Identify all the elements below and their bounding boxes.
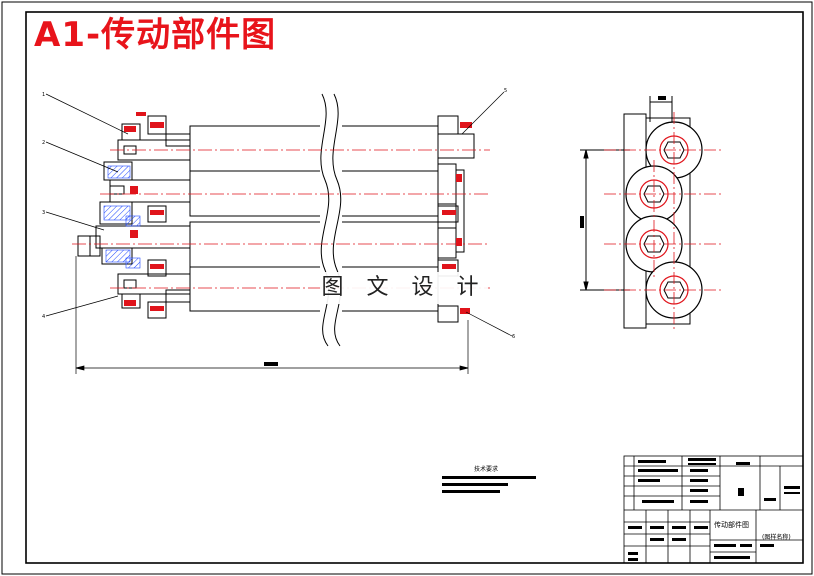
technical-requirements: 技术要求 bbox=[442, 465, 536, 493]
side-centerlines bbox=[604, 112, 722, 330]
balloon-2: 2 bbox=[42, 140, 45, 146]
tech-req-heading: 技术要求 bbox=[474, 465, 498, 473]
leader-lines bbox=[45, 91, 513, 337]
title-block-fills bbox=[628, 458, 800, 561]
title-block bbox=[623, 455, 804, 564]
balloon-3: 3 bbox=[42, 210, 45, 216]
overall-dimension bbox=[75, 256, 469, 374]
balloon-labels: 1 2 3 4 5 6 bbox=[42, 88, 515, 340]
watermark-text: 图 文 设 计 bbox=[320, 272, 488, 304]
drawing-title: A1-传动部件图 bbox=[34, 15, 277, 55]
input-shaft bbox=[77, 235, 101, 257]
title-block-drawing-name: 传动部件图 bbox=[714, 520, 749, 529]
balloon-6: 6 bbox=[512, 334, 515, 340]
balloon-1: 1 bbox=[42, 92, 45, 98]
roller-2 bbox=[189, 170, 439, 217]
side-rollers bbox=[625, 121, 703, 319]
roller-3 bbox=[189, 221, 439, 268]
drawing-border bbox=[25, 11, 804, 564]
break-line-right bbox=[332, 93, 342, 347]
title-block-unit-name: (图样名称) bbox=[762, 533, 791, 541]
balloon-5: 5 bbox=[504, 88, 507, 94]
roller-1 bbox=[189, 125, 439, 172]
bearing-markers bbox=[124, 112, 472, 314]
section-view bbox=[77, 93, 475, 347]
hatched-sections bbox=[103, 165, 141, 269]
balloon-4: 4 bbox=[42, 314, 45, 320]
break-line-left bbox=[320, 93, 330, 347]
